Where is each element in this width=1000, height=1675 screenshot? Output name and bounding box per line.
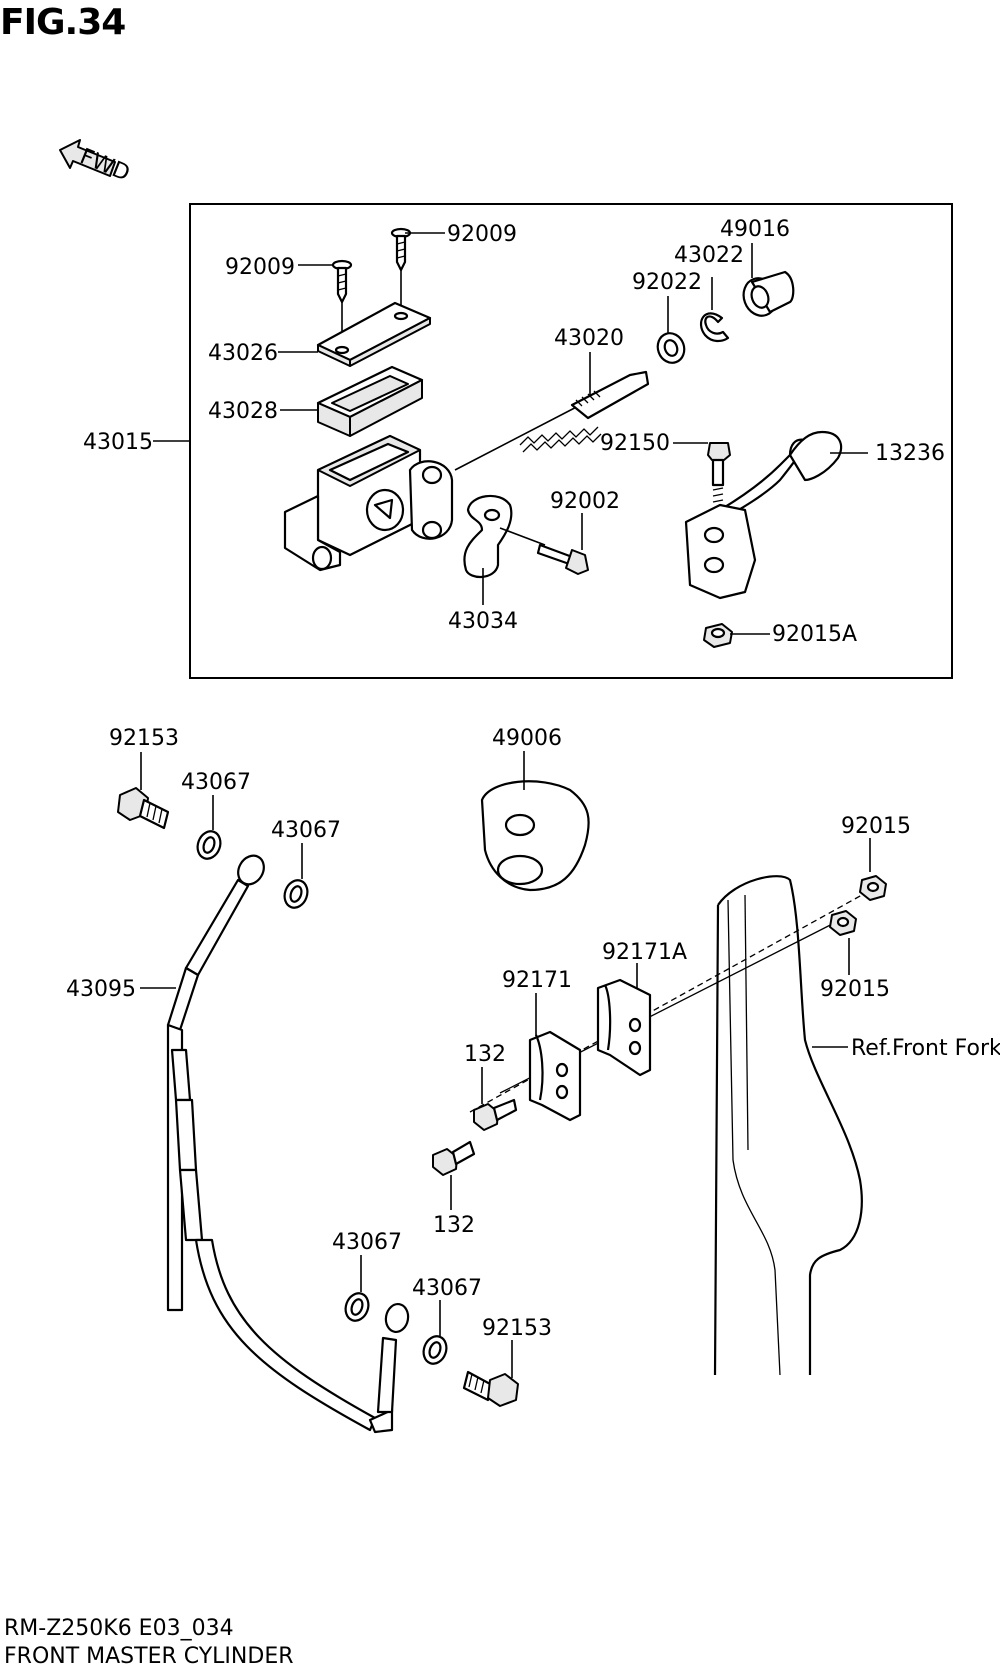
label-132-lower: 132	[433, 1213, 475, 1238]
label-43015: 43015	[83, 430, 153, 455]
label-92015-lower: 92015	[820, 977, 890, 1002]
label-92015-upper: 92015	[841, 814, 911, 839]
pivot-bolt-92150	[707, 442, 731, 503]
diagram-name: FRONT MASTER CYLINDER	[4, 1644, 294, 1669]
label-43067-4: 43067	[412, 1276, 482, 1301]
figure-title: FIG.34	[0, 2, 126, 43]
brake-hose-43095	[166, 854, 410, 1434]
label-43067-3: 43067	[332, 1230, 402, 1255]
banjo-bolt-92153-lower	[462, 1370, 519, 1407]
label-43067-2: 43067	[271, 818, 341, 843]
banjo-bolt-92153-upper	[117, 787, 170, 830]
master-cylinder-body-43015	[283, 434, 454, 572]
screw-92009-left	[331, 259, 353, 304]
bolt-132-upper	[473, 1098, 518, 1131]
diagram-code: RM-Z250K6 E03_034	[4, 1616, 234, 1641]
bolt-132-lower	[432, 1140, 476, 1176]
nut-92015A	[703, 623, 733, 648]
circlip-43022	[699, 312, 730, 343]
label-92009-right: 92009	[447, 222, 517, 247]
boot-49016	[742, 270, 795, 317]
reservoir-cap-43026	[316, 301, 432, 367]
label-43095: 43095	[66, 977, 136, 1002]
fwd-arrow-icon: FWD	[59, 139, 133, 187]
label-92171A: 92171A	[602, 940, 687, 965]
clamp-43034	[463, 494, 513, 578]
label-92002: 92002	[550, 489, 620, 514]
label-43022: 43022	[674, 243, 744, 268]
label-92171: 92171	[502, 968, 572, 993]
label-92015A: 92015A	[772, 622, 857, 647]
label-92153-upper: 92153	[109, 726, 179, 751]
label-ref-front-fork: Ref.Front Fork	[851, 1036, 1000, 1061]
clamp-92171	[528, 1030, 582, 1122]
label-49006: 49006	[492, 726, 562, 751]
screw-92009-right	[390, 227, 412, 272]
piston-spring-43020	[519, 370, 650, 453]
label-132-upper: 132	[464, 1042, 506, 1067]
label-43026: 43026	[208, 341, 278, 366]
label-92009-left: 92009	[225, 255, 295, 280]
label-49016: 49016	[720, 217, 790, 242]
bolt-92002	[536, 543, 589, 575]
label-92022: 92022	[632, 270, 702, 295]
diaphragm-43028	[316, 365, 424, 437]
clamp-92171A	[596, 978, 652, 1077]
label-43034: 43034	[448, 609, 518, 634]
lever-13236	[684, 430, 843, 600]
label-92153-lower: 92153	[482, 1316, 552, 1341]
holder-49006	[480, 780, 590, 892]
label-13236: 13236	[875, 441, 945, 466]
label-92150: 92150	[600, 431, 670, 456]
label-43067-1: 43067	[181, 770, 251, 795]
label-43028: 43028	[208, 399, 278, 424]
front-fork-reference	[713, 875, 863, 1376]
fwd-label: FWD	[76, 144, 133, 186]
label-43020: 43020	[554, 326, 624, 351]
